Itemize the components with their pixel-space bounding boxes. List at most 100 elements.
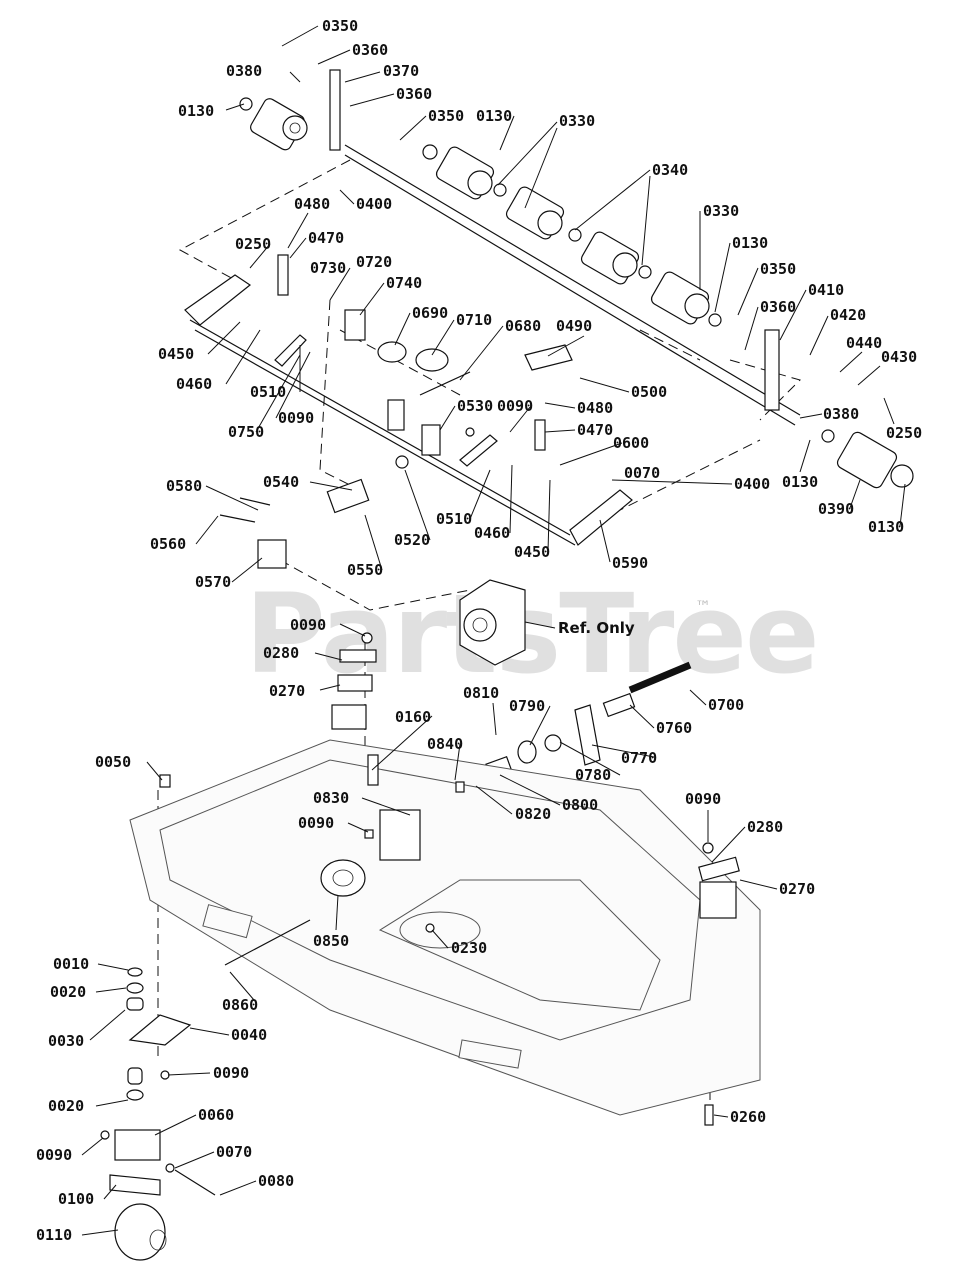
callout-label: 0420 [830, 306, 866, 324]
leader-line [529, 705, 551, 746]
leader-line [287, 212, 309, 249]
callout-label: 0850 [313, 932, 349, 950]
leader-line [559, 741, 621, 776]
leader-line [174, 1151, 215, 1169]
leader-line [809, 315, 829, 356]
leader-line [317, 49, 351, 65]
leader-line [544, 402, 576, 409]
callout-label: 0860 [222, 996, 258, 1014]
leader-line [167, 1072, 211, 1076]
leader-line [475, 785, 513, 815]
callout-label: 0490 [556, 317, 592, 335]
callout-label: 0460 [474, 524, 510, 542]
callout-label: 0510 [436, 510, 472, 528]
leader-line [371, 715, 433, 771]
callout-label: 0090 [213, 1064, 249, 1082]
leader-line [737, 267, 759, 316]
leader-line [799, 439, 811, 473]
callout-label: 0790 [509, 697, 545, 715]
callout-label: 0690 [412, 304, 448, 322]
leader-line [349, 93, 395, 107]
callout-label: 0530 [457, 397, 493, 415]
leader-line [81, 1229, 119, 1236]
leader-line [559, 442, 623, 466]
center-roller-3 [580, 231, 640, 285]
callout-label: 0260 [730, 1108, 766, 1126]
leader-line [499, 115, 515, 151]
leader-line [544, 429, 576, 433]
gearbox-reference: Ref. Only [459, 579, 635, 666]
leader-line [281, 25, 319, 47]
leader-lines [81, 25, 906, 1236]
leader-line [95, 1099, 129, 1107]
callout-label: 0700 [708, 696, 744, 714]
callout-label: 0130 [178, 102, 214, 120]
callout-label: 0050 [95, 753, 131, 771]
leader-line [319, 684, 341, 691]
callout-label: 0090 [685, 790, 721, 808]
callout-label: 0500 [631, 383, 667, 401]
callout-label: 0480 [577, 399, 613, 417]
leader-line [591, 744, 655, 758]
leader-line [275, 351, 311, 419]
callout-label: 0730 [310, 259, 346, 277]
callout-label: 0110 [36, 1226, 72, 1244]
callout-label: 0130 [782, 473, 818, 491]
watermark: PartsTree ™ [245, 570, 820, 698]
leader-line [714, 242, 731, 313]
callout-label: 0590 [612, 554, 648, 572]
callout-label: 0580 [166, 477, 202, 495]
callout-label: 0830 [313, 789, 349, 807]
leader-line [97, 963, 129, 971]
center-roller-1 [435, 146, 495, 200]
leader-line [599, 519, 611, 563]
callout-label: 0440 [846, 334, 882, 352]
watermark-text: PartsTree [245, 570, 818, 698]
leader-line [459, 325, 504, 381]
leader-line [229, 971, 255, 1001]
leader-line [347, 822, 369, 833]
callout-label: 0010 [53, 955, 89, 973]
leader-line [883, 397, 895, 425]
callout-label: 0070 [216, 1143, 252, 1161]
callout-label: 0360 [396, 85, 432, 103]
callout-label: 0370 [383, 62, 419, 80]
leader-line [431, 929, 449, 949]
leader-line [103, 1184, 117, 1200]
callout-label: 0760 [656, 719, 692, 737]
leader-line [799, 413, 823, 419]
callout-label: 0540 [263, 473, 299, 491]
leader-line [629, 704, 655, 729]
callout-label: 0380 [226, 62, 262, 80]
callout-labels: 0350 0360 0380 0370 0360 0130 0350 0130 … [36, 17, 922, 1244]
right-roller [836, 431, 914, 489]
leader-line [359, 282, 385, 316]
callout-label: 0740 [386, 274, 422, 292]
callout-label: 0130 [476, 107, 512, 125]
callout-label: 0280 [263, 644, 299, 662]
callout-label: 0360 [760, 298, 796, 316]
leader-line [469, 469, 491, 520]
leader-line [364, 514, 383, 571]
callout-label: 0680 [505, 317, 541, 335]
callout-label: 0020 [50, 983, 86, 1001]
callout-label: 0570 [195, 573, 231, 591]
callout-label: 0470 [577, 421, 613, 439]
leader-line [154, 1114, 197, 1136]
leader-line [713, 1114, 729, 1118]
callout-label: 0090 [497, 397, 533, 415]
callout-label: 0040 [231, 1026, 267, 1044]
callout-label: 0090 [278, 409, 314, 427]
leader-line [339, 189, 355, 205]
callout-label: 0780 [575, 766, 611, 784]
center-roller-4 [650, 271, 710, 325]
leader-line [339, 623, 366, 637]
callout-label: 0550 [347, 561, 383, 579]
callout-label: 0130 [868, 518, 904, 536]
watermark-trademark: ™ [695, 597, 711, 616]
leader-line [839, 351, 863, 373]
callout-label: 0350 [760, 260, 796, 278]
callout-label: 0020 [48, 1097, 84, 1115]
leader-line [205, 485, 259, 511]
roller-assembly [239, 69, 914, 489]
